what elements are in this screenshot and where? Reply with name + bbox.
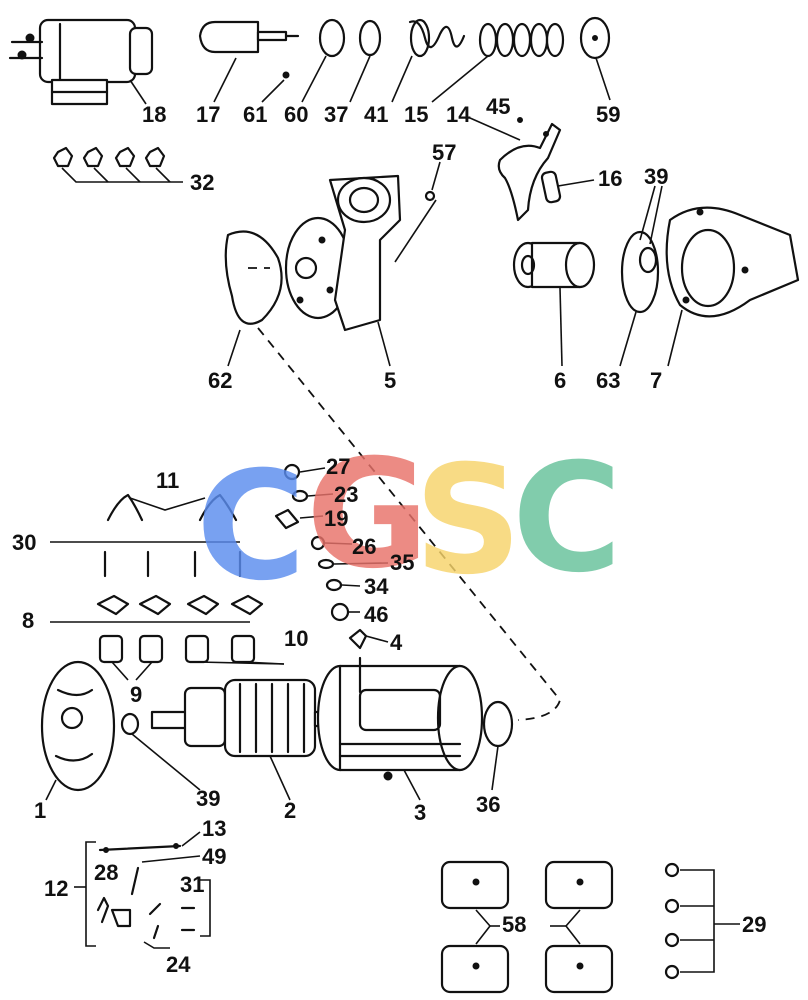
label-6: 6 <box>554 368 567 393</box>
label-46: 46 <box>364 602 389 627</box>
part-7-end-housing <box>665 206 800 318</box>
part-17-plunger <box>198 20 300 54</box>
label-28: 28 <box>94 860 119 885</box>
label-63: 63 <box>596 368 621 393</box>
part-26-nut <box>310 535 326 551</box>
part-4-field-terminal <box>348 628 389 650</box>
label-49: 49 <box>202 844 227 869</box>
part-18-solenoid <box>8 18 154 106</box>
part-15-spring <box>478 22 565 58</box>
part-39-washer-lower <box>120 712 140 736</box>
part-32-nuts <box>52 146 183 183</box>
label-31: 31 <box>180 872 205 897</box>
part-11-spring-left <box>106 493 144 522</box>
watermark-text-c1: C <box>196 440 307 614</box>
watermark-text-g: G <box>306 428 430 602</box>
label-45: 45 <box>486 94 511 119</box>
part-27-nut <box>283 463 301 481</box>
part-11-spring-right <box>198 493 238 522</box>
label-17: 17 <box>196 102 221 127</box>
part-12-bracket-group <box>74 841 211 949</box>
label-37: 37 <box>324 102 349 127</box>
label-41: 41 <box>364 102 389 127</box>
label-27: 27 <box>326 454 351 479</box>
label-32: 32 <box>190 170 215 195</box>
label-7: 7 <box>650 368 663 393</box>
label-11: 11 <box>156 468 180 493</box>
label-10: 10 <box>284 626 309 651</box>
part-46-insulator <box>330 602 350 622</box>
label-18: 18 <box>142 102 167 127</box>
leader-11 <box>129 497 206 511</box>
dashed-assembly-line <box>257 327 561 721</box>
label-2: 2 <box>284 798 297 823</box>
label-14: 14 <box>446 102 471 127</box>
part-62-gasket <box>224 230 283 325</box>
label-16: 16 <box>598 166 623 191</box>
label-35: 35 <box>390 550 415 575</box>
label-9: 9 <box>130 682 143 707</box>
label-12: 12 <box>44 876 69 901</box>
label-19: 19 <box>324 506 349 531</box>
label-39-top: 39 <box>644 164 669 189</box>
label-4: 4 <box>390 630 403 655</box>
watermark-text-s: S <box>414 434 523 608</box>
part-36-washer <box>482 700 514 748</box>
part-41-spring <box>408 18 466 58</box>
leader-lines <box>45 55 683 863</box>
part-23-washer <box>291 489 309 503</box>
watermark-letter-c2: C <box>512 444 622 594</box>
part-57-plug <box>424 190 436 202</box>
part-19-washer <box>274 508 300 530</box>
label-62: 62 <box>208 368 233 393</box>
part-5-drive-housing <box>284 174 402 332</box>
part-10-brushes <box>184 634 256 664</box>
part-16-pin <box>540 170 562 204</box>
label-59: 59 <box>596 102 621 127</box>
label-26: 26 <box>352 534 377 559</box>
label-23: 23 <box>334 482 359 507</box>
part-63-washer <box>620 230 660 314</box>
watermark-letter-c1: C <box>196 452 306 602</box>
part-8-brush-holders <box>50 594 264 623</box>
watermark-letter-s: S <box>414 446 522 596</box>
part-39-washer-upper <box>638 246 658 274</box>
label-58: 58 <box>502 912 527 937</box>
part-37-ring <box>358 19 382 57</box>
part-29-bolts <box>664 862 740 980</box>
label-61: 61 <box>243 102 268 127</box>
watermark-text-c2: C <box>512 432 623 606</box>
label-29: 29 <box>742 912 767 937</box>
part-2-armature <box>150 678 347 758</box>
label-13: 13 <box>202 816 227 841</box>
part-61-pin <box>282 71 290 79</box>
part-6-drive-pinion <box>512 241 596 289</box>
part-14-shift-lever <box>497 117 562 222</box>
label-34: 34 <box>364 574 389 599</box>
watermark-letter-g: G <box>306 440 429 590</box>
label-8: 8 <box>22 608 35 633</box>
part-1-commutator-end-cover <box>40 660 116 792</box>
part-35-washer <box>317 558 335 570</box>
part-30-screws <box>50 541 242 578</box>
label-30: 30 <box>12 530 37 555</box>
label-57: 57 <box>432 140 457 165</box>
label-24: 24 <box>166 952 191 977</box>
label-5: 5 <box>384 368 397 393</box>
label-60: 60 <box>284 102 309 127</box>
part-34-washer <box>325 578 343 592</box>
label-1: 1 <box>34 798 47 823</box>
part-60-ring <box>318 18 346 58</box>
label-3: 3 <box>414 800 427 825</box>
part-9-brushes <box>98 634 164 664</box>
part-3-field-frame <box>316 656 484 781</box>
label-39-bottom: 39 <box>196 786 221 811</box>
label-15: 15 <box>404 102 429 127</box>
part-58-covers <box>440 860 614 994</box>
part-59-washer <box>579 16 611 60</box>
label-36: 36 <box>476 792 501 817</box>
